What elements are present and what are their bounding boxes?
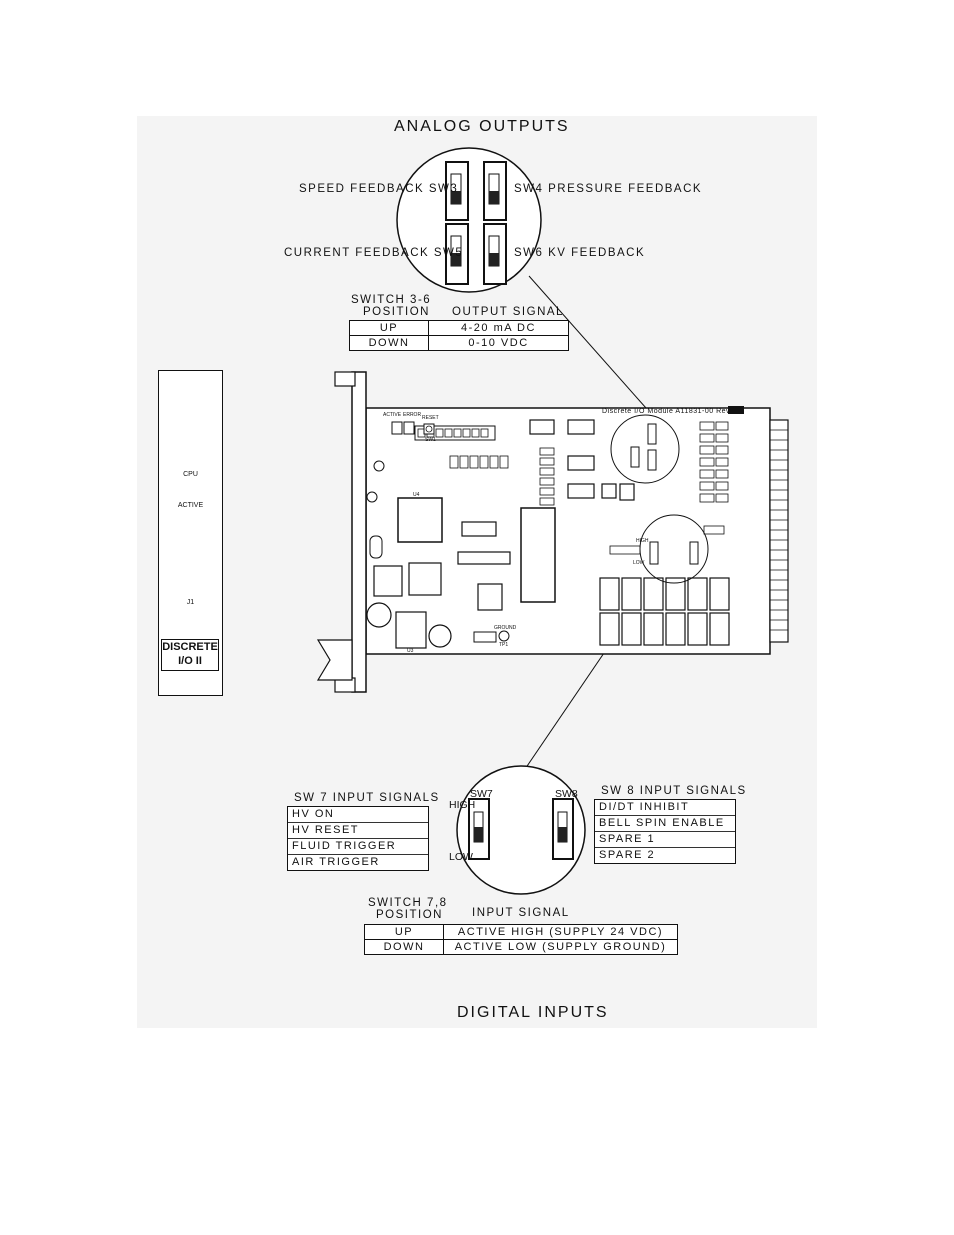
sw5-label: CURRENT FEEDBACK SW5 xyxy=(284,247,464,259)
module-name-label: DISCRETE I/O II xyxy=(161,639,219,671)
list-item: AIR TRIGGER xyxy=(292,856,380,868)
table-cell-signal: 4-20 mA DC xyxy=(428,320,569,336)
board-active-label: ACTIVE xyxy=(383,412,402,418)
table-cell-position: DOWN xyxy=(364,939,444,955)
analog-title: ANALOG OUTPUTS xyxy=(394,118,570,135)
analog-table-header-left-2: POSITION xyxy=(363,306,430,318)
list-item: FLUID TRIGGER xyxy=(288,839,428,855)
table-cell-signal: ACTIVE LOW (SUPPLY GROUND) xyxy=(443,939,678,955)
board-reset-label: RESET xyxy=(422,415,439,421)
detail-sw7-label: SW7 xyxy=(470,788,493,800)
switch-sw6-icon xyxy=(483,223,507,285)
table-cell-signal: ACTIVE HIGH (SUPPLY 24 VDC) xyxy=(443,924,678,940)
sw6-label: SW6 KV FEEDBACK xyxy=(514,247,646,259)
sw8-list-header: SW 8 INPUT SIGNALS xyxy=(601,785,747,797)
analog-table-header-right: OUTPUT SIGNAL xyxy=(452,306,564,318)
board-low-label: LOW xyxy=(633,560,645,566)
module-name-line-2: I/O II xyxy=(178,655,202,667)
module-faceplate: CPU ACTIVE J1 DISCRETE I/O II xyxy=(158,370,223,696)
list-item: HV RESET xyxy=(288,823,428,839)
cpu-led-label: CPU xyxy=(183,471,198,478)
board-tp1-label: TP1 xyxy=(499,642,509,648)
detail-high-label: HIGH xyxy=(449,799,476,811)
table-cell-position: UP xyxy=(349,320,429,336)
sw7-list-header: SW 7 INPUT SIGNALS xyxy=(294,792,440,804)
detail-low-label: LOW xyxy=(449,851,473,863)
sw8-signal-list: DI/DT INHIBIT BELL SPIN ENABLE SPARE 1 S… xyxy=(594,799,736,864)
digital-table-header-right: INPUT SIGNAL xyxy=(472,907,570,919)
switch-sw4-icon xyxy=(483,161,507,221)
analog-leader-line xyxy=(528,275,647,409)
table-cell-signal: 0-10 VDC xyxy=(428,335,569,351)
board-sw1-label: SW1 xyxy=(425,437,436,443)
switch-sw8-icon xyxy=(552,798,574,860)
switch-sw7-icon xyxy=(468,798,490,860)
table-cell-position: DOWN xyxy=(349,335,429,351)
table-row: DOWN ACTIVE LOW (SUPPLY GROUND) xyxy=(364,939,678,955)
table-row: UP 4-20 mA DC xyxy=(349,320,569,336)
list-item: HV ON xyxy=(288,807,428,823)
table-cell-position: UP xyxy=(364,924,444,940)
board-high-label: HIGH xyxy=(636,538,649,544)
digital-table-header-left-1: SWITCH 7,8 xyxy=(368,897,448,909)
board-title: Discrete I/O Module A11831-00 Rev. xyxy=(602,408,732,415)
sw7-signal-list: HV ON HV RESET FLUID TRIGGER AIR TRIGGER xyxy=(287,806,429,871)
digital-title: DIGITAL INPUTS xyxy=(457,1004,609,1021)
sw4-label: SW4 PRESSURE FEEDBACK xyxy=(514,183,703,195)
table-row: UP ACTIVE HIGH (SUPPLY 24 VDC) xyxy=(364,924,678,940)
detail-sw8-label: SW8 xyxy=(555,788,578,800)
switch-sw3-icon xyxy=(445,161,469,221)
digital-signal-table: UP ACTIVE HIGH (SUPPLY 24 VDC) DOWN ACTI… xyxy=(364,924,678,955)
list-item: BELL SPIN ENABLE xyxy=(595,816,735,832)
board-error-label: ERROR xyxy=(403,412,422,418)
circuit-board-icon xyxy=(316,371,789,693)
jack-label: J1 xyxy=(186,599,195,606)
analog-table-header-left-1: SWITCH 3-6 xyxy=(351,294,432,306)
list-item: SPARE 1 xyxy=(595,832,735,848)
analog-signal-table: UP 4-20 mA DC DOWN 0-10 VDC xyxy=(349,320,569,351)
board-ground-label: GROUND xyxy=(494,625,517,631)
table-row: DOWN 0-10 VDC xyxy=(349,335,569,351)
sw3-label: SPEED FEEDBACK SW3 xyxy=(299,183,459,195)
list-item: DI/DT INHIBIT xyxy=(595,800,735,816)
module-name-line-1: DISCRETE xyxy=(162,641,218,653)
switch-sw5-icon xyxy=(445,223,469,285)
list-item: SPARE 2 xyxy=(599,849,656,861)
active-led-label: ACTIVE xyxy=(177,502,204,509)
board-u3-label: U3 xyxy=(407,648,414,654)
digital-table-header-left-2: POSITION xyxy=(376,909,443,921)
board-u4-label: U4 xyxy=(413,492,420,498)
